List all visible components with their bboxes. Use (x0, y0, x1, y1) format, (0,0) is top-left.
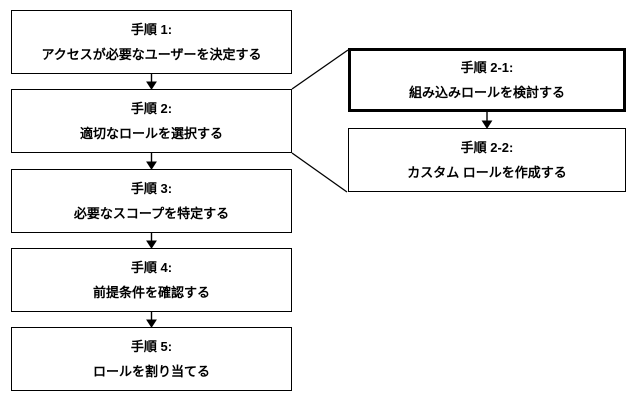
step-4-title: 手順 4: (130, 260, 173, 275)
step-5-box: 手順 5: ロールを割り当てる (11, 327, 292, 391)
arrow-step1-to-step2 (146, 74, 157, 90)
connector-step2-to-step2-2 (291, 152, 348, 193)
arrow-step3-to-step4 (146, 233, 157, 249)
step-1-box: 手順 1: アクセスが必要なユーザーを決定する (11, 10, 292, 74)
step-5-description: ロールを割り当てる (92, 364, 210, 379)
step-3-title: 手順 3: (130, 181, 173, 196)
step-2-2-box: 手順 2-2: カスタム ロールを作成する (348, 128, 626, 192)
step-4-box: 手順 4: 前提条件を確認する (11, 248, 292, 312)
step-2-1-description: 組み込みロールを検討する (408, 85, 565, 100)
step-2-title: 手順 2: (130, 101, 173, 116)
step-4-description: 前提条件を確認する (92, 285, 210, 300)
step-2-box: 手順 2: 適切なロールを選択する (11, 89, 292, 153)
connector-step2-to-step2-1 (291, 49, 349, 90)
step-1-description: アクセスが必要なユーザーを決定する (41, 47, 262, 62)
step-2-1-title: 手順 2-1: (460, 60, 514, 75)
step-2-2-description: カスタム ロールを作成する (407, 165, 567, 180)
step-3-box: 手順 3: 必要なスコープを特定する (11, 169, 292, 233)
step-2-1-box: 手順 2-1: 組み込みロールを検討する (348, 48, 626, 112)
arrow-step2-to-step3 (146, 153, 157, 170)
step-1-title: 手順 1: (130, 22, 173, 37)
step-2-description: 適切なロールを選択する (79, 126, 223, 141)
arrow-step4-to-step5 (146, 312, 157, 328)
step-3-description: 必要なスコープを特定する (73, 206, 230, 221)
arrow-step2-1-to-step2-2 (481, 112, 493, 129)
step-2-2-title: 手順 2-2: (460, 140, 514, 155)
step-5-title: 手順 5: (130, 339, 173, 354)
